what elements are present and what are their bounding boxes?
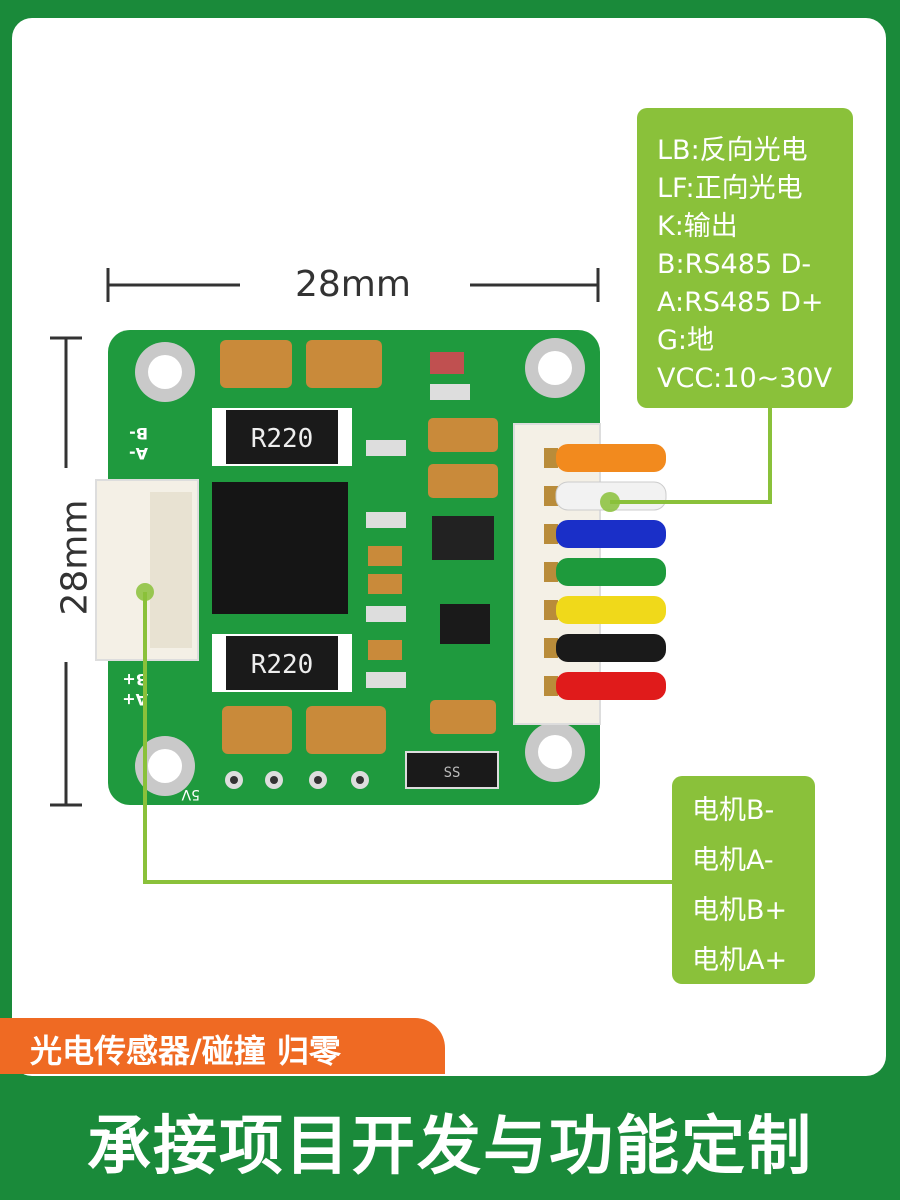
- legend-line: K:输出: [657, 211, 738, 242]
- driver-chip: [440, 604, 490, 644]
- mounting-hole: [525, 722, 585, 782]
- motor-line: 电机A+: [692, 945, 788, 976]
- connector-pin: [544, 448, 558, 468]
- wire: [556, 558, 666, 586]
- resistor-top: [226, 410, 338, 464]
- connector-pin: [544, 600, 558, 620]
- smd-resistor: [366, 672, 406, 688]
- mounting-hole: [525, 338, 585, 398]
- wire: [556, 634, 666, 662]
- feature-tag: 光电传感器/碰撞 归零: [30, 1032, 341, 1070]
- width-dimension: 28mm: [295, 264, 411, 305]
- smd-resistor: [430, 384, 470, 400]
- smd-resistor: [366, 606, 406, 622]
- connector-pin-label: B+: [122, 670, 148, 689]
- connector-pin: [544, 676, 558, 696]
- legend-line: G:地: [657, 325, 715, 356]
- capacitor: [220, 340, 292, 388]
- resistor-bottom-label: R220: [251, 650, 314, 680]
- feature-tag-bar: [0, 1018, 445, 1074]
- connector-pin: [544, 562, 558, 582]
- left-connector-labels: B-A- B+A+: [122, 424, 148, 709]
- resistor-bottom: [226, 636, 338, 690]
- mounting-hole: [135, 342, 195, 402]
- power-silkscreen: 5V: [181, 786, 200, 802]
- capacitor: [430, 700, 496, 734]
- legend-line: A:RS485 D+: [657, 287, 824, 318]
- wire: [556, 596, 666, 624]
- octopus-icon: [12, 23, 42, 56]
- smd-capacitor: [368, 574, 402, 594]
- motor-line: 电机A-: [692, 845, 774, 876]
- smd-capacitor: [368, 546, 402, 566]
- smd-resistor: [366, 440, 406, 456]
- inductor: [432, 516, 494, 560]
- wire: [556, 444, 666, 472]
- smd-capacitor: [368, 640, 402, 660]
- motor-legend: 电机B- 电机A- 电机B+ 电机A+: [672, 776, 815, 984]
- connector-pin: [544, 638, 558, 658]
- bottom-banner: 承接项目开发与功能定制: [87, 1110, 813, 1184]
- motor-line: 电机B-: [692, 795, 775, 826]
- legend-line: LF:正向光电: [657, 173, 803, 204]
- motor-line: 电机B+: [692, 895, 788, 926]
- legend-line: LB:反向光电: [657, 135, 808, 166]
- pinout-legend: LB:反向光电 LF:正向光电 K:输出 B:RS485 D- A:RS485 …: [637, 108, 853, 408]
- legend-line: B:RS485 D-: [657, 249, 812, 280]
- resistor-top-label: R220: [251, 424, 314, 454]
- smd-resistor: [366, 512, 406, 528]
- capacitor: [428, 464, 498, 498]
- brand-name: 优灵科技: [50, 26, 159, 56]
- diode: [405, 751, 499, 789]
- capacitor: [306, 706, 386, 754]
- capacitor: [306, 340, 382, 388]
- led: [430, 352, 464, 374]
- brand-logo: 优灵科技: [10, 20, 158, 57]
- mcu-chip: [212, 482, 348, 614]
- capacitor: [222, 706, 292, 754]
- capacitor: [428, 418, 498, 452]
- connector-pin-label: A+: [122, 690, 148, 709]
- wire: [556, 520, 666, 548]
- diode-label: SS: [444, 765, 461, 781]
- mounting-hole: [135, 736, 195, 796]
- connector-pin-label: A-: [129, 444, 148, 463]
- pin-header: [225, 771, 369, 789]
- wire: [556, 672, 666, 700]
- wire-bundle: [544, 444, 667, 700]
- connector-housing: [150, 492, 192, 648]
- connector-pin: [544, 524, 558, 544]
- connector-pin-label: B-: [129, 424, 148, 443]
- connector-pin: [544, 486, 558, 506]
- legend-line: VCC:10~30V: [657, 363, 833, 394]
